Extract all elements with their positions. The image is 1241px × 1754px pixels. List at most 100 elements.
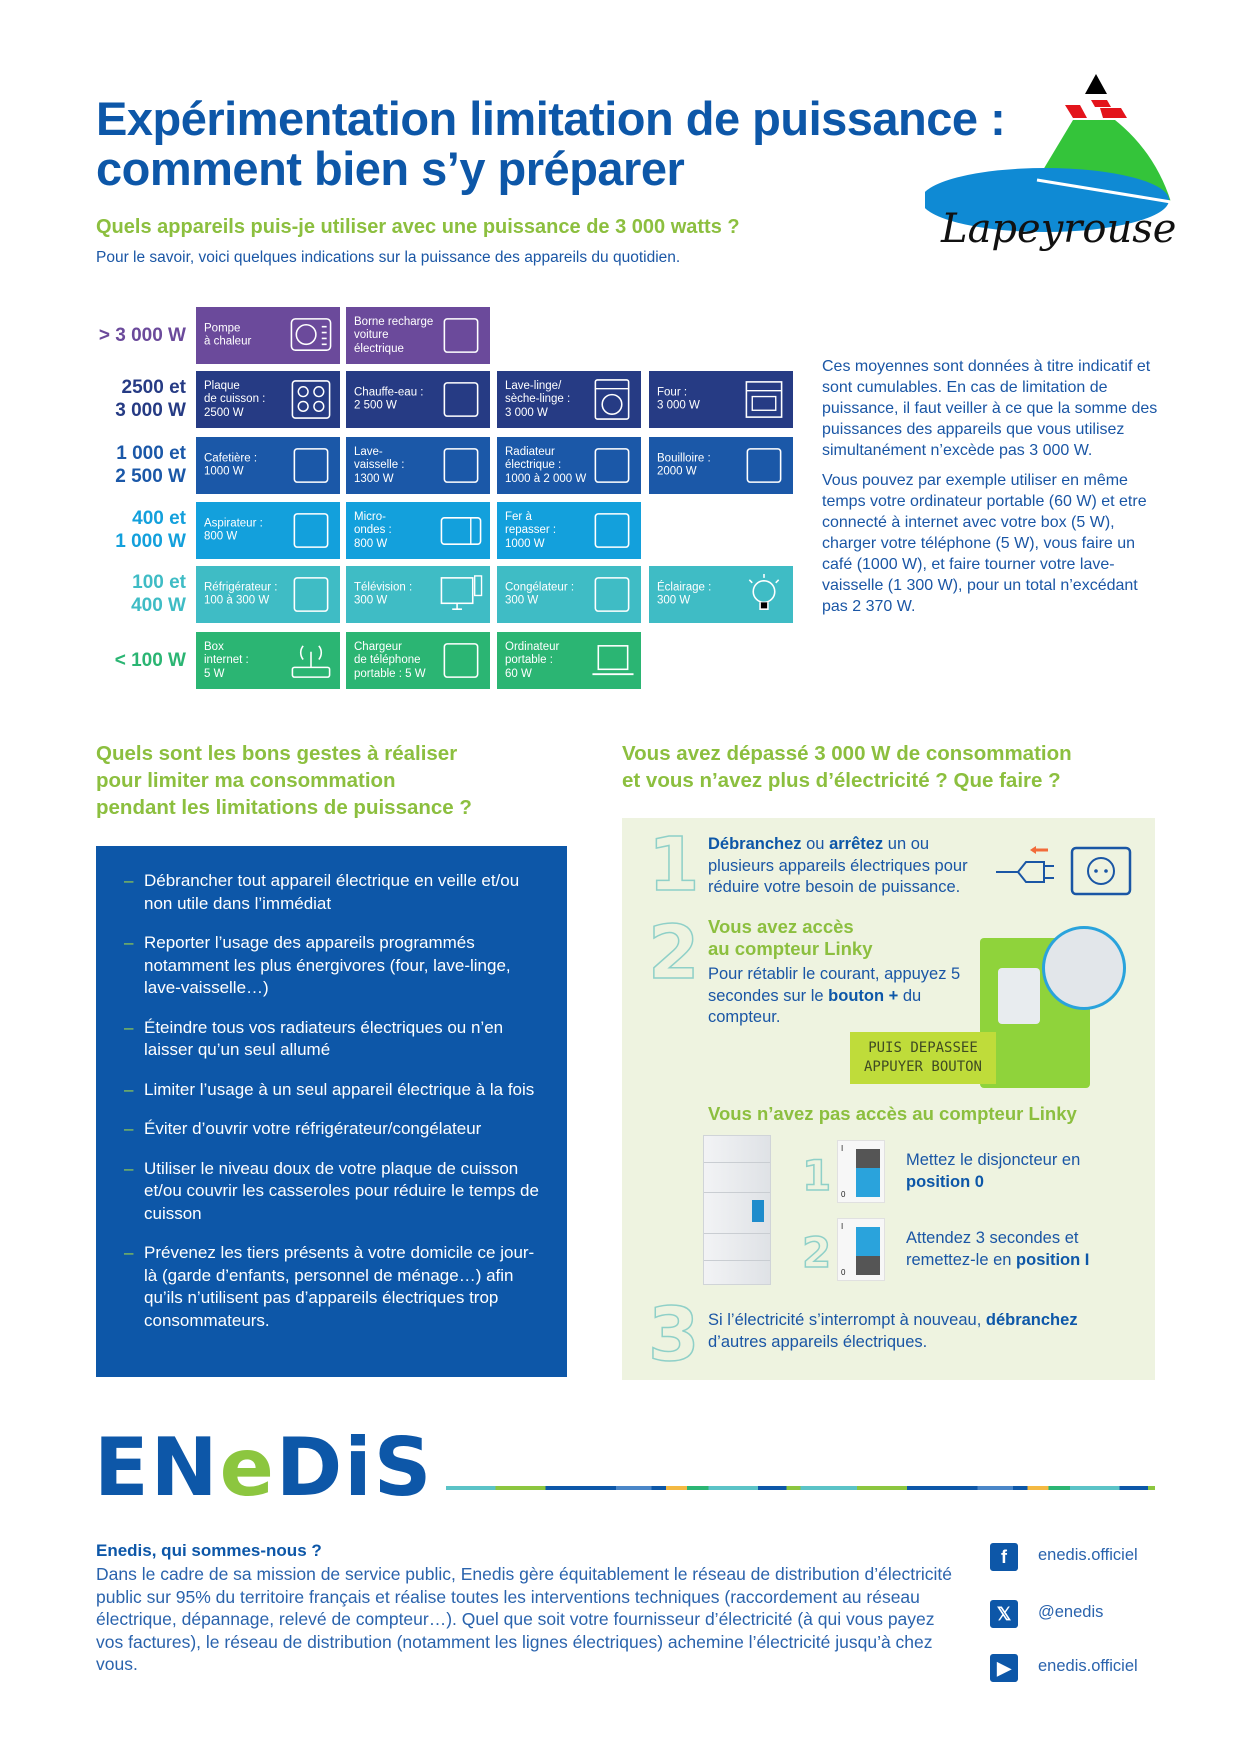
note-paragraph: Ces moyennes sont données à titre indica… bbox=[822, 358, 1158, 459]
power-range-label: > 3 000 W bbox=[98, 325, 186, 346]
appliance-tile: Cafetière : 1000 W bbox=[196, 437, 340, 494]
social-handle[interactable]: enedis.officiel bbox=[1038, 1657, 1138, 1675]
tv-icon bbox=[440, 575, 483, 610]
appliance-label: Borne recharge voiture électrique bbox=[354, 315, 434, 355]
appliance-tile: Ordinateur portable : 60 W bbox=[497, 632, 641, 689]
breaker-switch-off: I 0 bbox=[837, 1140, 885, 1203]
washing-machine-icon bbox=[594, 379, 630, 420]
linky-access-heading: Vous avez accès au compteur Linky bbox=[708, 916, 873, 959]
gesture-item: –Prévenez les tiers présents à votre dom… bbox=[120, 1242, 543, 1332]
gestures-heading: Quels sont les bons gestes à réaliser po… bbox=[96, 742, 472, 819]
exceeded-heading: Vous avez dépassé 3 000 W de consommatio… bbox=[622, 742, 1072, 792]
substep2-text: Attendez 3 secondes et remettez-le en po… bbox=[906, 1229, 1090, 1269]
appliance-label: Lave- vaisselle : 1300 W bbox=[354, 445, 405, 485]
bullet: – bbox=[124, 1079, 134, 1099]
phone-charger-icon bbox=[443, 643, 479, 678]
bullet: – bbox=[124, 1158, 134, 1178]
appliance-tile: Éclairage : 300 W bbox=[649, 566, 793, 623]
heat-pump-icon bbox=[290, 318, 332, 351]
gesture-item: –Utiliser le niveau doux de votre plaque… bbox=[120, 1158, 543, 1226]
appliance-label: Ordinateur portable : 60 W bbox=[505, 640, 560, 680]
about-heading: Enedis, qui sommes-nous ? bbox=[96, 1541, 322, 1560]
appliance-tile: Plaque de cuisson : 2500 W bbox=[196, 371, 340, 428]
appliance-label: Radiateur électrique : 1000 à 2 000 W bbox=[505, 445, 587, 485]
step3-text: Si l’électricité s’interrompt à nouveau,… bbox=[708, 1311, 1078, 1351]
water-heater-icon bbox=[443, 382, 479, 417]
gesture-text: Éviter d’ouvrir votre réfrigérateur/cong… bbox=[144, 1119, 482, 1138]
power-range-label: < 100 W bbox=[114, 650, 186, 671]
enedis-logo: ENeDiS bbox=[94, 1421, 434, 1514]
appliance-label: Box internet : 5 W bbox=[204, 640, 249, 680]
appliance-label: Micro- ondes : 800 W bbox=[354, 510, 392, 550]
bullet: – bbox=[124, 1119, 134, 1138]
bullet: – bbox=[124, 871, 134, 890]
appliance-tile: Lave- vaisselle : 1300 W bbox=[346, 437, 490, 494]
step-number: 1 bbox=[647, 822, 700, 908]
gesture-text: Prévenez les tiers présents à votre domi… bbox=[144, 1243, 535, 1330]
linky-zoom-circle bbox=[1042, 926, 1126, 1010]
substep-number: 1 bbox=[801, 1151, 832, 1200]
unplug-icon bbox=[996, 846, 1132, 896]
step1-text: Débranchez ou arrêtez un ou plusieurs ap… bbox=[708, 835, 968, 896]
appliance-tile: Box internet : 5 W bbox=[196, 632, 340, 689]
gesture-text: Éteindre tous vos radiateurs électriques… bbox=[144, 1017, 504, 1060]
lightbulb-icon bbox=[748, 573, 780, 610]
gesture-text: Débrancher tout appareil électrique en v… bbox=[144, 871, 520, 913]
freezer-icon bbox=[594, 577, 630, 612]
info-note: Ces moyennes sont données à titre indica… bbox=[822, 356, 1162, 626]
oven-icon bbox=[745, 381, 783, 418]
appliance-label: Plaque de cuisson : 2500 W bbox=[204, 379, 266, 419]
gestures-list: –Débrancher tout appareil électrique en … bbox=[120, 870, 543, 1332]
no-linky-heading: Vous n’avez pas accès au compteur Linky bbox=[708, 1103, 1077, 1124]
x-icon[interactable]: 𝕏 bbox=[990, 1600, 1018, 1628]
mountain-lake-logo-icon bbox=[921, 74, 1172, 232]
appliance-label: Pompe à chaleur bbox=[204, 322, 252, 348]
ev-charger-icon bbox=[443, 318, 479, 353]
appliance-label: Fer à repasser : 1000 W bbox=[505, 510, 557, 550]
appliance-label: Télévision : 300 W bbox=[354, 581, 413, 607]
appliance-label: Congélateur : 300 W bbox=[505, 581, 575, 607]
gesture-item: –Éviter d’ouvrir votre réfrigérateur/con… bbox=[120, 1118, 543, 1141]
breaker-switch-on: I 0 bbox=[837, 1218, 885, 1281]
power-range-label: 400 et 1 000 W bbox=[115, 508, 186, 552]
facebook-icon[interactable]: f bbox=[990, 1543, 1018, 1571]
gesture-item: –Éteindre tous vos radiateurs électrique… bbox=[120, 1017, 543, 1062]
step2-text: Pour rétablir le courant, appuyez 5 seco… bbox=[708, 965, 961, 1026]
appliance-tile: Fer à repasser : 1000 W bbox=[497, 502, 641, 559]
gestures-box: –Débrancher tout appareil électrique en … bbox=[96, 846, 567, 1377]
gesture-item: –Débrancher tout appareil électrique en … bbox=[120, 870, 543, 915]
appliance-tile: Micro- ondes : 800 W bbox=[346, 502, 490, 559]
appliance-label: Chauffe-eau : 2 500 W bbox=[354, 386, 424, 412]
breaker-panel-image bbox=[703, 1135, 771, 1285]
power-range-label: 2500 et 3 000 W bbox=[115, 377, 186, 421]
appliance-label: Réfrigérateur : 100 à 300 W bbox=[204, 581, 278, 607]
gesture-text: Utiliser le niveau doux de votre plaque … bbox=[144, 1158, 539, 1223]
social-handle[interactable]: enedis.officiel bbox=[1038, 1546, 1138, 1564]
appliance-tile: Congélateur : 300 W bbox=[497, 566, 641, 623]
coffee-maker-icon bbox=[293, 448, 329, 483]
laptop-icon bbox=[592, 645, 634, 676]
appliance-tile: Four : 3 000 W bbox=[649, 371, 793, 428]
appliance-tile: Aspirateur : 800 W bbox=[196, 502, 340, 559]
social-handle[interactable]: @enedis bbox=[1038, 1603, 1104, 1621]
router-icon bbox=[291, 645, 331, 678]
kettle-icon bbox=[746, 448, 782, 483]
gesture-text: Limiter l’usage à un seul appareil élect… bbox=[144, 1079, 535, 1099]
fridge-icon bbox=[293, 577, 329, 612]
bullet: – bbox=[124, 1243, 134, 1262]
substep1-text: Mettez le disjoncteur en position 0 bbox=[906, 1151, 1081, 1191]
power-range-label: 1 000 et 2 500 W bbox=[115, 443, 186, 487]
instructions-panel: 1 Débranchez ou arrêtez un ou plusieurs … bbox=[622, 818, 1155, 1380]
lapeyrouse-logo-text: Lapeyrouse bbox=[941, 206, 1177, 252]
step-number: 3 bbox=[647, 1292, 700, 1378]
appliance-tile: Chauffe-eau : 2 500 W bbox=[346, 371, 490, 428]
appliance-label: Chargeur de téléphone portable : 5 W bbox=[354, 640, 426, 680]
appliance-label: Cafetière : 1000 W bbox=[204, 452, 258, 478]
appliance-tile: Pompe à chaleur bbox=[196, 307, 340, 364]
substep-number: 2 bbox=[801, 1228, 832, 1277]
page-title: Expérimentation limitation de puissance … bbox=[96, 92, 1006, 195]
appliance-label: Bouilloire : 2000 W bbox=[657, 452, 711, 478]
youtube-icon[interactable]: ▶ bbox=[990, 1654, 1018, 1682]
radiator-icon bbox=[594, 448, 630, 483]
note-paragraph: Vous pouvez par exemple utiliser en même… bbox=[822, 472, 1147, 615]
